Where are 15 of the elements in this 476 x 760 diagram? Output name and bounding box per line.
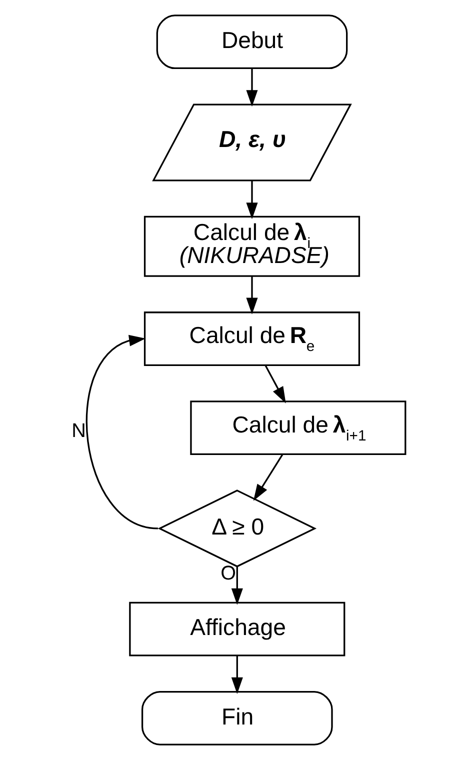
arrow [264, 364, 286, 404]
arrow [252, 454, 283, 501]
edge-label: N [71, 420, 86, 442]
arrow [230, 656, 242, 694]
arrow [246, 180, 258, 220]
node-box: Fin [140, 690, 332, 746]
node-box: Calcul de R$_{e}$ [143, 312, 360, 366]
arrow [246, 276, 258, 314]
arrow [85, 334, 158, 530]
node-box: Calcul de λ$_{i}$ (NIKURADSE) [143, 216, 360, 277]
arrow [246, 68, 258, 107]
node-box: Calcul de λ$_{i+1}$ [190, 400, 406, 456]
node-box: Affichage [128, 602, 345, 656]
arrow [230, 566, 242, 605]
node-box: Debut [156, 14, 348, 70]
